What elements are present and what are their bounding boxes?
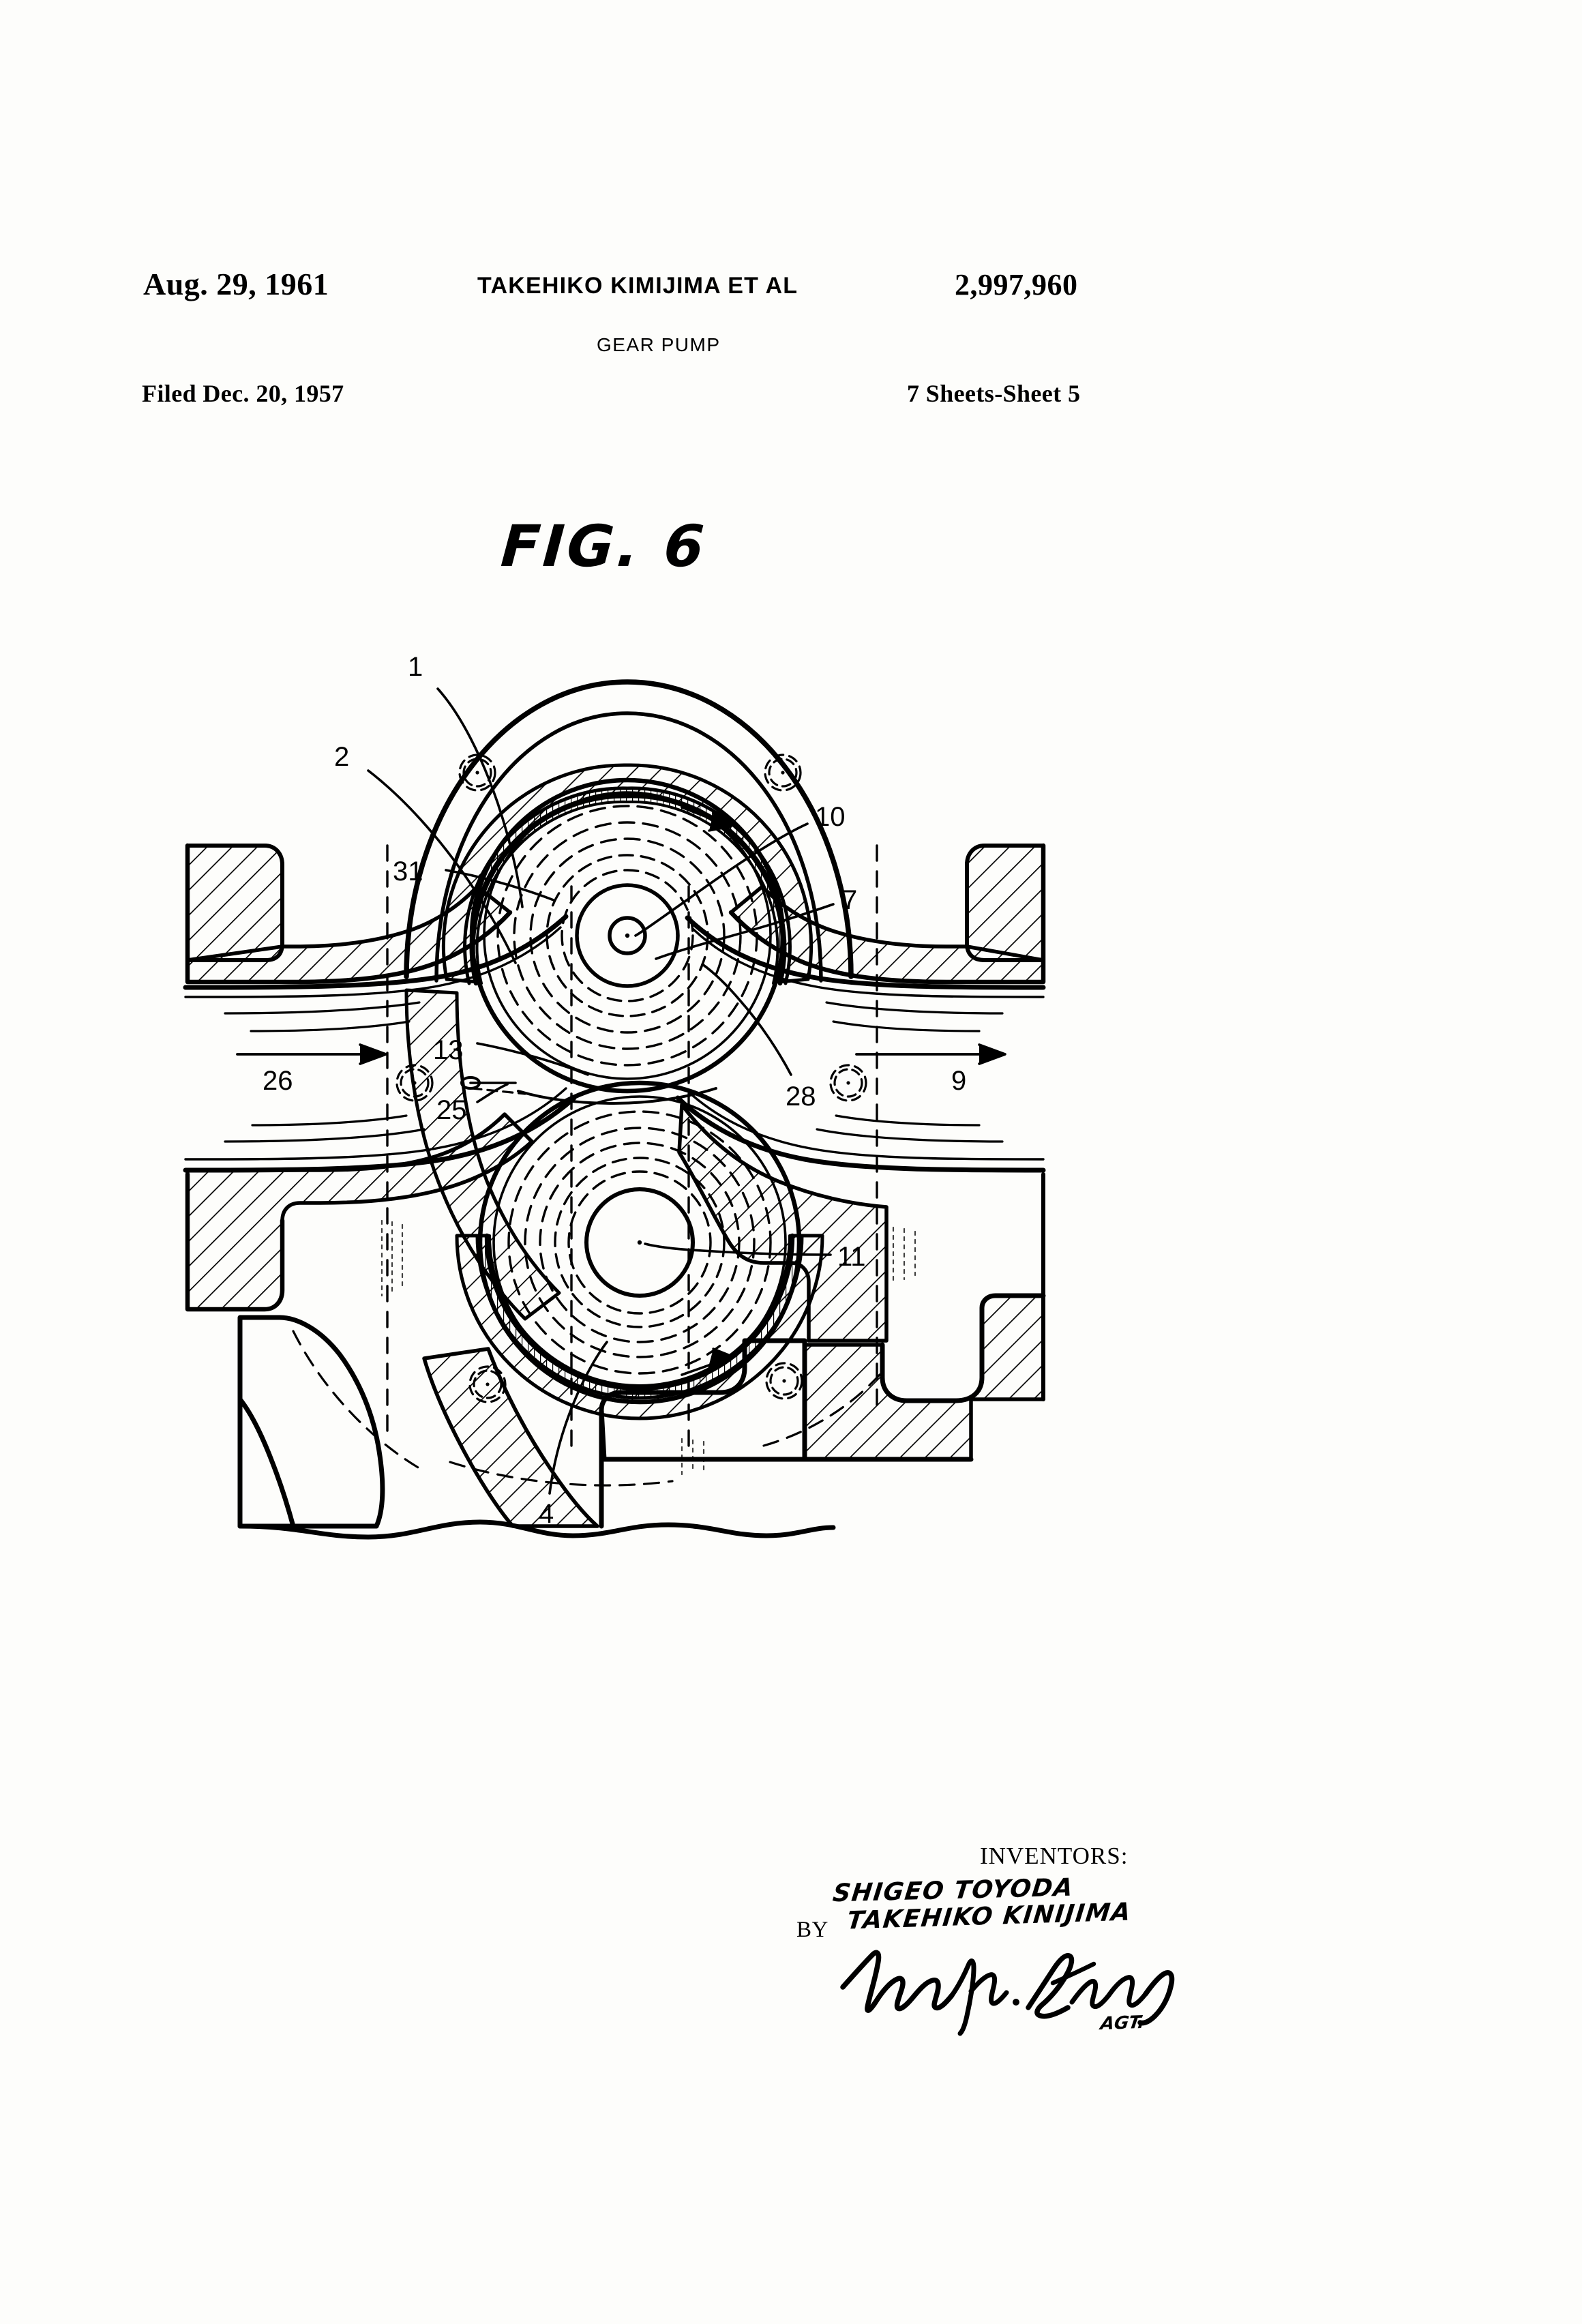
callout-10: 10 [815, 802, 846, 832]
sheet-number: 7 Sheets-Sheet 5 [907, 380, 1081, 407]
callout-7: 7 [842, 885, 858, 915]
callout-28: 28 [786, 1082, 816, 1112]
issue-date: Aug. 29, 1961 [143, 267, 329, 301]
inventor-header: TAKEHIKO KIMIJIMA ET AL [477, 273, 799, 299]
patent-number: 2,997,960 [955, 268, 1078, 301]
invention-title: GEAR PUMP [597, 334, 721, 355]
callout-31: 31 [393, 856, 423, 887]
by-label: BY [796, 1918, 829, 1942]
callout-25: 25 [436, 1095, 467, 1125]
filing-date: Filed Dec. 20, 1957 [142, 380, 344, 407]
inventors-label: INVENTORS: [980, 1843, 1129, 1869]
callout-1: 1 [408, 652, 423, 682]
callout-2: 2 [334, 742, 350, 772]
callout-13: 13 [433, 1035, 464, 1065]
callout-9: 9 [951, 1066, 967, 1096]
attorney-label: AGT. [1099, 2012, 1146, 2035]
attorney-signature [837, 1942, 1192, 2038]
callout-11: 11 [837, 1242, 866, 1272]
callout-4: 4 [539, 1499, 554, 1529]
callout-26: 26 [263, 1066, 293, 1096]
